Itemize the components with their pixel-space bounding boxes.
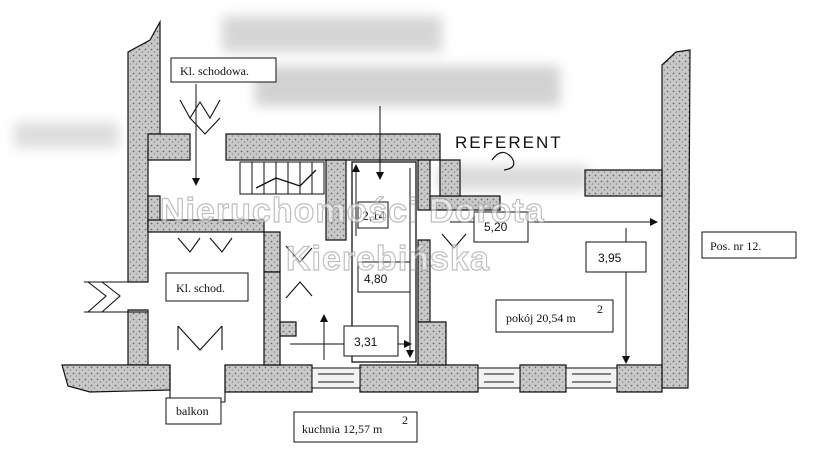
label-balkon: balkon [176, 404, 209, 418]
dim-520-box [473, 211, 529, 243]
label-boxes [165, 57, 797, 443]
windows [311, 367, 618, 389]
pos-box [701, 231, 797, 259]
kuchnia-box [293, 411, 418, 443]
balkon-box [165, 397, 222, 425]
kl-schodowa-box [170, 57, 277, 83]
dim-214-box [357, 201, 389, 229]
staircase [239, 161, 325, 195]
watermark-line-2: Kierebińska [286, 240, 490, 278]
dim-395-box [585, 241, 647, 273]
watermark-line-1: Nieruchomości Dorota [160, 192, 545, 230]
dim-331-box [343, 325, 399, 357]
label-pokoj-sup: 2 [597, 302, 603, 316]
label-referent: REFERENT [455, 133, 563, 152]
blurred-text-block [222, 16, 442, 52]
kl-schod-box [165, 272, 249, 302]
signature-scribble [491, 151, 515, 171]
dim-331: 3,31 [354, 335, 378, 349]
pokoj-box [495, 299, 614, 333]
dim-480-box [357, 261, 411, 293]
blurred-text-block [438, 166, 588, 190]
dim-480: 4,80 [364, 272, 388, 286]
blurred-text-block [255, 66, 560, 106]
walls [61, 19, 691, 393]
label-kl-schodowa: Kl. schodowa. [180, 64, 249, 78]
label-pos: Pos. nr 12. [710, 239, 761, 253]
dim-520: 5,20 [484, 220, 508, 234]
label-kuchnia-sup: 2 [402, 413, 408, 427]
label-kl-schod: Kl. schod. [176, 281, 225, 295]
blurred-text-block [14, 122, 119, 148]
label-kuchnia: kuchnia 12,57 m [302, 422, 383, 436]
label-pokoj: pokój 20,54 m [506, 311, 576, 325]
dim-214: 2,14 [362, 209, 386, 223]
dim-395: 3,95 [598, 251, 622, 265]
